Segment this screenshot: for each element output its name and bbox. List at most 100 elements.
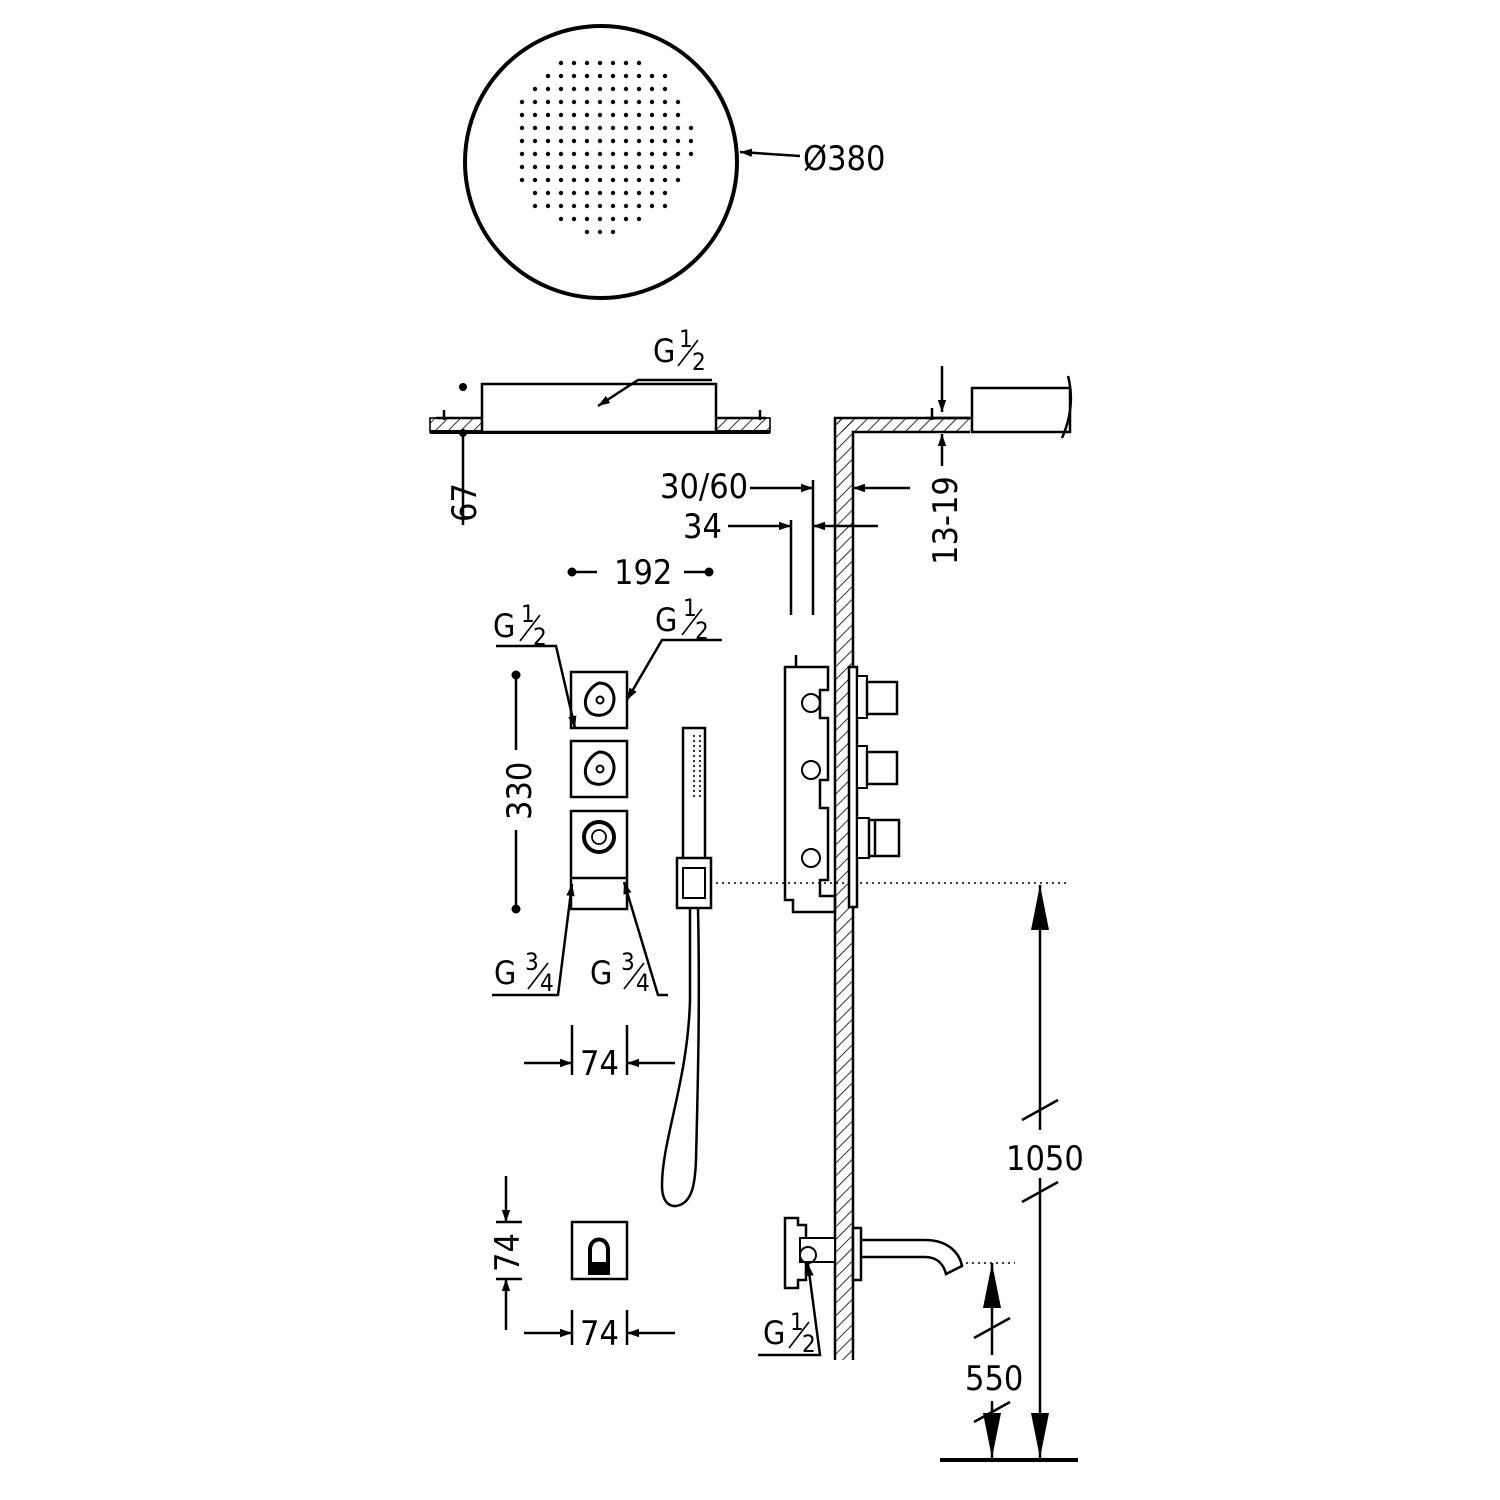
nozzle-dot — [571, 60, 577, 66]
nozzle-dot — [610, 164, 616, 170]
nozzle-dot — [636, 164, 642, 170]
valve-side-view — [783, 655, 901, 914]
nozzle-dot — [584, 203, 590, 209]
nozzle-dot — [649, 203, 655, 209]
nozzle-dot — [545, 112, 551, 118]
thread-prefix: G — [763, 1314, 785, 1352]
nozzle-dot — [610, 125, 616, 131]
nozzle-dot — [688, 151, 694, 157]
nozzle-dot — [675, 99, 681, 105]
nozzle-dot — [545, 151, 551, 157]
nozzle-dot — [662, 138, 668, 144]
nozzle-dot — [519, 99, 525, 105]
holder-height-label: 74 — [488, 1233, 528, 1272]
nozzle-dot — [688, 138, 694, 144]
nozzle-dot — [623, 177, 629, 183]
nozzle-dot — [597, 203, 603, 209]
nozzle-dot — [597, 138, 603, 144]
nozzle-dot — [584, 73, 590, 79]
nozzle-dot — [519, 138, 525, 144]
nozzle-dot — [584, 151, 590, 157]
nozzle-dot — [649, 138, 655, 144]
nozzle-dot — [610, 112, 616, 118]
nozzle-dot — [675, 151, 681, 157]
nozzle-dot — [662, 86, 668, 92]
nozzle-dot — [571, 216, 577, 222]
nozzle-dot — [623, 190, 629, 196]
nozzle-dot — [558, 216, 564, 222]
nozzle-dot — [649, 164, 655, 170]
nozzle-dot — [545, 177, 551, 183]
nozzle-dot — [532, 112, 538, 118]
shower-head-side-view: 67 — [429, 382, 771, 525]
nozzle-dot — [545, 164, 551, 170]
valve-height-label: 330 — [500, 762, 540, 820]
nozzle-dot — [558, 112, 564, 118]
nozzle-dot — [636, 73, 642, 79]
nozzle-dot — [597, 190, 603, 196]
nozzle-dot — [623, 73, 629, 79]
nozzle-dot — [623, 151, 629, 157]
elevation-dimensions: 1050 550 — [940, 885, 1084, 1462]
thread-callout-head: G 1 2 — [597, 325, 712, 408]
nozzle-dot — [649, 99, 655, 105]
thread-prefix: G — [655, 601, 677, 639]
nozzle-dot — [636, 177, 642, 183]
wall-ceiling-section: 13-19 — [833, 366, 1073, 1360]
nozzle-dot — [623, 112, 629, 118]
valve-front-view: 192 330 G 1 2 G 1 2 G 3 4 — [492, 553, 722, 1084]
nozzle-dot — [584, 164, 590, 170]
nozzle-dot — [610, 216, 616, 222]
nozzle-dot — [623, 86, 629, 92]
nozzle-dot — [636, 112, 642, 118]
nozzle-dot — [558, 99, 564, 105]
nozzle-dot — [649, 151, 655, 157]
nozzle-dot — [649, 86, 655, 92]
nozzle-dot — [662, 190, 668, 196]
diverter-knob-upper — [569, 670, 629, 730]
nozzle-dot — [558, 125, 564, 131]
nozzle-dot — [545, 125, 551, 131]
nozzle-dot — [519, 177, 525, 183]
nozzle-dot — [584, 112, 590, 118]
nozzle-dot — [597, 99, 603, 105]
nozzle-dot — [571, 86, 577, 92]
nozzle-dot — [571, 151, 577, 157]
ceiling-gap-label: 13-19 — [926, 476, 966, 565]
nozzle-dot — [597, 151, 603, 157]
nozzle-dot — [675, 164, 681, 170]
nozzle-dot — [545, 138, 551, 144]
nozzle-dot — [649, 112, 655, 118]
shower-head-top-view — [463, 24, 739, 300]
nozzle-dot — [636, 99, 642, 105]
nozzle-dot — [584, 60, 590, 66]
nozzle-dot — [623, 164, 629, 170]
thread-num: 1 — [521, 600, 535, 628]
nozzle-dot — [558, 86, 564, 92]
nozzle-dot — [610, 99, 616, 105]
diverter-knob-lower — [569, 739, 629, 799]
nozzle-dot — [662, 73, 668, 79]
nozzle-dot — [532, 190, 538, 196]
nozzle-dot — [649, 190, 655, 196]
nozzle-dot — [636, 203, 642, 209]
nozzle-dot — [610, 60, 616, 66]
nozzle-dot — [532, 177, 538, 183]
nozzle-dot — [584, 229, 590, 235]
thread-den: 4 — [636, 969, 650, 997]
thread-num: 3 — [621, 948, 635, 976]
nozzle-dot — [610, 177, 616, 183]
nozzle-dot — [623, 125, 629, 131]
nozzle-dot — [571, 177, 577, 183]
nozzle-dot — [662, 177, 668, 183]
nozzle-dot — [532, 99, 538, 105]
nozzle-dot — [597, 216, 603, 222]
thread-num: 1 — [679, 325, 693, 353]
nozzle-dot — [649, 177, 655, 183]
nozzle-dot — [571, 138, 577, 144]
nozzle-dot — [636, 151, 642, 157]
nozzle-dot — [610, 73, 616, 79]
nozzle-dot — [636, 216, 642, 222]
nozzle-dot — [545, 190, 551, 196]
nozzle-dot — [558, 164, 564, 170]
